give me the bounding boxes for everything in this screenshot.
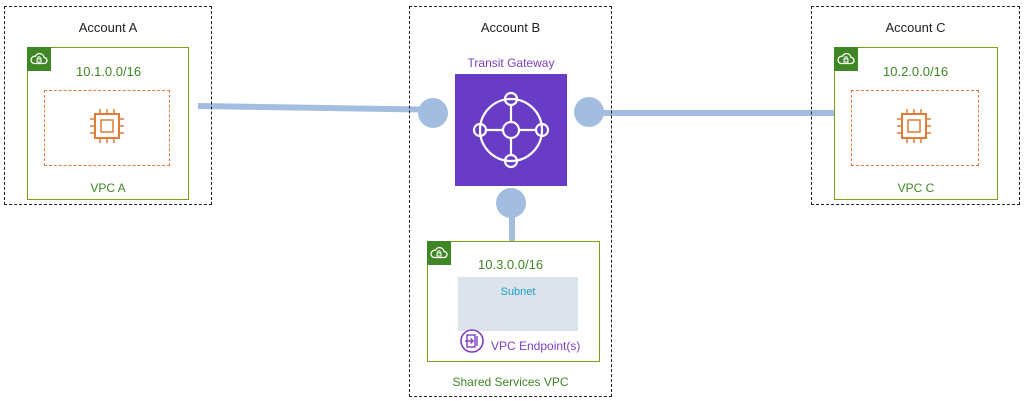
- account-c-title: Account C: [885, 20, 946, 35]
- ec2-instance-chip-icon: [87, 106, 127, 151]
- vpc-c-private-subnet: [851, 90, 979, 166]
- connector-line-tgw-to-shared: [509, 200, 515, 244]
- vpc-cloud-lock-icon: [27, 47, 51, 71]
- account-a-title: Account A: [78, 20, 138, 35]
- transit-gateway-title: Transit Gateway: [467, 56, 555, 70]
- vpc-c-container: 10.2.0.0/16 VPC C: [834, 47, 998, 200]
- shared-services-vpc-label: Shared Services VPC: [452, 375, 569, 389]
- ec2-instance-chip-icon: [894, 106, 934, 151]
- transit-gateway-icon: [455, 74, 567, 186]
- connector-line-tgw-to-c: [588, 110, 838, 116]
- account-a-container: Account A 10.1.0.0/16: [4, 6, 212, 205]
- vpc-cloud-lock-icon: [427, 241, 451, 265]
- tgw-attachment-dot-right: [574, 97, 604, 127]
- vpc-shared-cidr: 10.3.0.0/16: [478, 257, 544, 272]
- tgw-attachment-dot-bottom: [496, 188, 526, 218]
- connector-line-a-to-tgw: [197, 103, 439, 113]
- vpc-a-private-subnet: [44, 90, 170, 166]
- tgw-attachment-dot-left: [418, 98, 448, 128]
- vpc-a-container: 10.1.0.0/16 VPC A: [27, 47, 189, 200]
- vpc-endpoint-label: VPC Endpoint(s): [491, 339, 581, 353]
- account-b-container: Account B: [409, 6, 612, 397]
- vpc-cloud-lock-icon: [834, 47, 858, 71]
- vpc-a-cidr: 10.1.0.0/16: [76, 64, 142, 79]
- vpc-endpoint-icon: [458, 327, 486, 360]
- vpc-c-cidr: 10.2.0.0/16: [883, 64, 949, 79]
- account-b-title: Account B: [480, 20, 541, 35]
- account-c-container: Account C 10.2.0.0/16: [811, 6, 1020, 205]
- subnet-label: Subnet: [500, 286, 536, 298]
- vpc-a-label: VPC A: [90, 181, 126, 195]
- vpc-c-label: VPC C: [897, 181, 935, 195]
- shared-services-subnet: Subnet: [458, 277, 578, 331]
